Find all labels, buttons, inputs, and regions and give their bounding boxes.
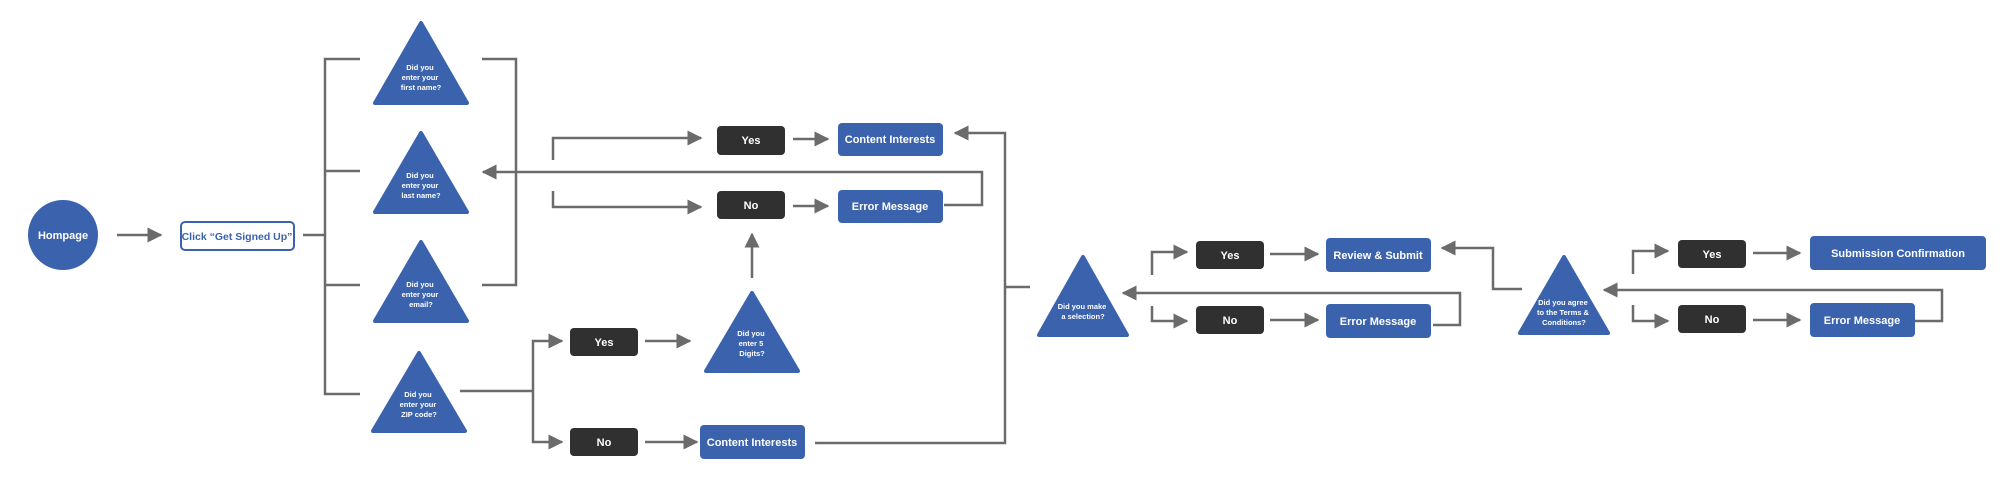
zip-question: Did you enter your ZIP code? [400,390,439,419]
digits-line-2: enter 5 [739,339,764,348]
selection-question: Did you make a selection? [1058,302,1109,321]
name-yes-box: Yes [717,126,785,155]
zip-yes-box: Yes [570,328,638,356]
zip-yes-label: Yes [595,337,614,349]
connector-name-no [551,191,703,215]
first-name-question: Did you enter your first name? [401,63,442,92]
zip-content-interests-box: Content Interests [700,425,805,459]
first-name-line-2: enter your [402,73,439,82]
zip-line-1: Did you [404,390,432,399]
connector-terms-to-review [1440,240,1522,291]
terms-no-box: No [1678,305,1746,333]
connector-name-yes [551,130,703,160]
terms-question: Did you agree to the Terms & Conditions? [1537,298,1591,327]
digits-question: Did you enter 5 Digits? [737,329,767,358]
last-name-line-3: last name? [401,191,441,200]
terms-line-1: Did you agree [1538,298,1588,307]
connector-terms-yes [1631,243,1670,274]
first-name-line-3: first name? [401,83,442,92]
decision-last-name: Did you enter your last name? [373,131,469,214]
zip-no-label: No [597,437,612,449]
terms-yes-label: Yes [1703,249,1722,261]
submission-confirmation-box: Submission Confirmation [1810,236,1986,270]
start-node: Hompage [28,200,98,270]
connector-zip-yes [531,333,564,391]
decision-selection: Did you make a selection? [1037,255,1129,337]
decision-zip: Did you enter your ZIP code? [371,351,467,433]
loop-terms-error-back [1602,282,1944,323]
terms-error-message-box: Error Message [1810,303,1915,337]
connector-terms-no [1631,305,1670,329]
signup-step: Click “Get Signed Up” [180,221,295,251]
loop-sel-error-back [1121,285,1462,327]
name-content-interests-box: Content Interests [838,123,943,156]
decision-terms: Did you agree to the Terms & Conditions? [1518,255,1610,335]
name-no-label: No [744,200,759,212]
connectors [117,57,1944,450]
selection-yes-box: Yes [1196,241,1264,269]
connector-sel-no [1150,306,1189,329]
terms-no-label: No [1705,314,1720,326]
review-submit-box: Review & Submit [1326,238,1431,272]
selection-yes-result-label: Review & Submit [1333,250,1423,262]
zip-line-3: ZIP code? [401,410,437,419]
last-name-question: Did you enter your last name? [401,171,441,200]
selection-no-result-label: Error Message [1340,316,1416,328]
connector-zip-no [531,391,564,450]
selection-line-2: a selection? [1061,312,1105,321]
email-line-2: enter your [402,290,439,299]
selection-no-box: No [1196,306,1264,334]
signup-label: Click “Get Signed Up” [182,231,293,243]
selection-no-label: No [1223,315,1238,327]
digits-line-1: Did you [737,329,765,338]
start-label: Hompage [38,230,88,242]
terms-yes-result-label: Submission Confirmation [1831,248,1965,260]
name-yes-result-label: Content Interests [845,134,935,146]
last-name-line-2: enter your [402,181,439,190]
selection-error-message-box: Error Message [1326,304,1431,338]
bracket-questions-left [323,57,360,396]
last-name-line-1: Did you [406,171,434,180]
connector-sel-yes [1150,244,1189,275]
terms-no-result-label: Error Message [1824,315,1900,327]
decision-email: Did you enter your email? [373,240,469,323]
decision-first-name: Did you enter your first name? [373,21,469,105]
digits-line-3: Digits? [739,349,765,358]
selection-yes-label: Yes [1221,250,1240,262]
zip-no-result-label: Content Interests [707,437,797,449]
connector-interests-to-selection [815,125,1007,445]
name-no-box: No [717,191,785,219]
email-line-3: email? [409,300,433,309]
zip-no-box: No [570,428,638,456]
name-error-message-box: Error Message [838,190,943,223]
terms-line-2: to the Terms & [1537,308,1590,317]
terms-line-3: Conditions? [1542,318,1586,327]
terms-yes-box: Yes [1678,240,1746,268]
loop-name-error-back [481,164,984,207]
selection-line-1: Did you make [1058,302,1107,311]
name-yes-label: Yes [742,135,761,147]
first-name-line-1: Did you [406,63,434,72]
decision-five-digits: Did you enter 5 Digits? [704,291,800,373]
email-line-1: Did you [406,280,434,289]
email-question: Did you enter your email? [402,280,441,309]
zip-line-2: enter your [400,400,437,409]
name-no-result-label: Error Message [852,201,928,213]
